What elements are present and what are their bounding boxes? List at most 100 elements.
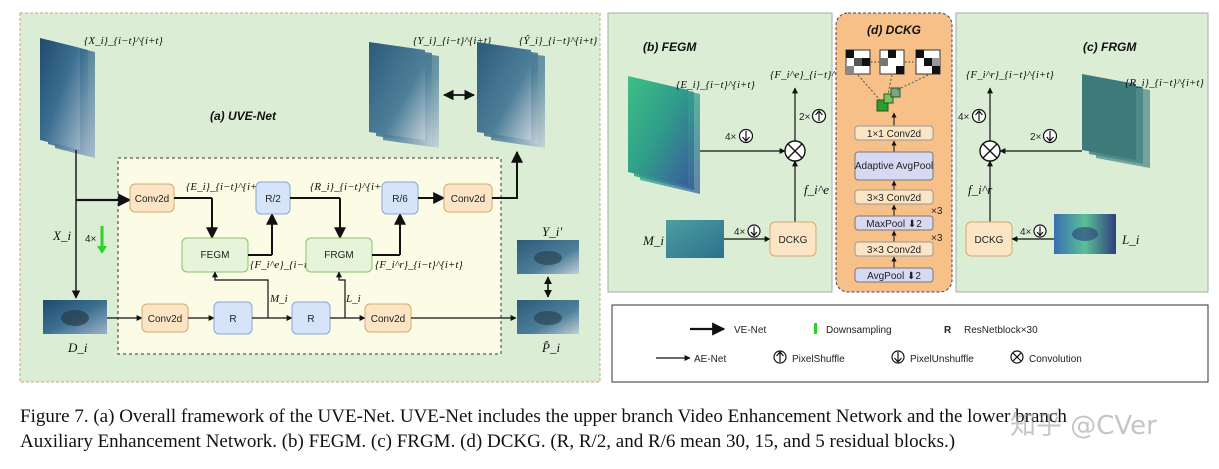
c-r-i-label: {R_i}_{i−t}^{i+t} <box>1125 77 1204 89</box>
legend-pixel-shuffle-icon <box>773 350 787 364</box>
conv2d-upper-1-label: Conv2d <box>135 194 169 205</box>
output-frames-stack <box>369 42 439 148</box>
c-fr-i-label: {F_i^r}_{i−t}^{i+t} <box>966 69 1054 81</box>
c-convolution-icon <box>979 140 1001 162</box>
caption-line-1: Figure 7. (a) Overall framework of the U… <box>20 406 1067 427</box>
b-m-unshuffle-label: 4× <box>734 227 746 238</box>
conv2d-lower-2-label: Conv2d <box>371 314 405 325</box>
legend-convolution-icon <box>1010 350 1024 364</box>
downsampling-arrowhead <box>97 246 107 254</box>
d-layer-3x3-conv-2 <box>854 241 934 257</box>
d-layer-2-label: Adaptive AvgPool <box>855 161 933 172</box>
panel-d-title: (d) DCKG <box>867 23 921 37</box>
r-block-2-label: R <box>307 314 314 325</box>
legend-pixel-unshuffle-label: PixelUnshuffle <box>910 354 974 365</box>
r-i-feature-stack <box>1082 74 1150 168</box>
downsample-factor: 4× <box>85 234 97 245</box>
e-i-label: {E_i}_{i−t}^{i+t} <box>186 181 265 193</box>
l-i-feature-image <box>1054 214 1116 254</box>
legend-resnet-label: ResNetblock×30 <box>964 325 1038 336</box>
legend-downsampling-label: Downsampling <box>826 325 892 336</box>
gt-frames-stack <box>477 42 545 148</box>
fegm-block-label: FEGM <box>201 250 230 261</box>
c-unshuffle-4-label: 4× <box>958 112 970 123</box>
b-unshuffle-4-label: 4× <box>725 132 737 143</box>
c-l-unshuffle-label: 4× <box>1020 227 1032 238</box>
conv-to-output-arrow <box>492 150 523 199</box>
m-i-feature-image <box>666 220 724 258</box>
x-i-label: X_i <box>52 228 71 243</box>
p-hat-label: P̂_i <box>541 340 560 355</box>
r-half-label: R/2 <box>265 194 281 205</box>
d-layer-maxpool <box>854 215 934 231</box>
b-convolution-icon <box>784 140 806 162</box>
b-pixel-shuffle-icon <box>811 108 827 124</box>
m-i-feedback-line <box>212 271 269 318</box>
c-dckg-label: DCKG <box>975 235 1004 246</box>
kernel-grid-1 <box>845 49 871 75</box>
input-frames-stack <box>40 38 95 158</box>
r-block-1-label: R <box>229 314 236 325</box>
d-layer-avgpool <box>854 267 934 283</box>
r-sixth-label: R/6 <box>392 194 408 205</box>
b-dckg-label: DCKG <box>779 235 808 246</box>
c-f-r-label: f_i^r <box>968 182 993 197</box>
legend-resnet-key: R <box>944 325 952 336</box>
d-layer-3-label: 3×3 Conv2d <box>867 193 921 204</box>
d-i-image <box>43 300 107 334</box>
b-dckg-block <box>769 221 817 257</box>
gt-frames-label: {Ŷ_i}_{i−t}^{i+t} <box>519 35 598 47</box>
r-i-label: {R_i}_{i−t}^{i+t} <box>310 181 389 193</box>
y-prime-image <box>517 240 579 274</box>
d-layer-6-label: AvgPool ⬇2 <box>867 271 921 282</box>
d-layer-1-label: 1×1 Conv2d <box>867 129 921 140</box>
input-frames-label: {X_i}_{i−t}^{i+t} <box>84 35 163 47</box>
legend-downsampling-icon <box>814 323 817 334</box>
l-i-feedback-line <box>336 271 346 318</box>
d-layer-5-label: 3×3 Conv2d <box>867 245 921 256</box>
d-repeat-1: ×3 <box>931 206 943 217</box>
d-layer-3x3-conv-1 <box>854 189 934 205</box>
conv2d-upper-2-label: Conv2d <box>451 194 485 205</box>
legend-ae-net-label: AE-Net <box>694 354 726 365</box>
figure-caption: Figure 7. (a) Overall framework of the U… <box>20 404 1215 454</box>
legend-box <box>611 304 1209 383</box>
b-shuffle-2-label: 2× <box>799 112 811 123</box>
l-i-label: L_i <box>345 293 361 305</box>
panel-b-title: (b) FEGM <box>643 40 697 54</box>
e-i-feature-stack <box>628 76 700 194</box>
kernel-grid-2 <box>879 49 905 75</box>
c-shuffle-2-label: 2× <box>1030 132 1042 143</box>
c-pixel-shuffle-icon <box>971 108 987 124</box>
legend-convolution-label: Convolution <box>1029 354 1082 365</box>
d-repeat-2: ×3 <box>931 233 943 244</box>
d-i-label: D_i <box>67 340 88 355</box>
frgm-block-label: FRGM <box>324 250 353 261</box>
panel-c-title: (c) FRGM <box>1083 40 1137 54</box>
b-pixel-unshuffle-icon <box>738 128 754 144</box>
legend-pixel-unshuffle-icon <box>891 350 905 364</box>
b-f-e-label: f_i^e <box>804 182 829 197</box>
legend-ve-net-label: VE-Net <box>734 325 766 336</box>
b-e-i-label: {E_i}_{i−t}^{i+t} <box>676 79 755 91</box>
d-layer-1x1-conv <box>854 125 934 141</box>
watermark: 知乎 @CVer <box>1010 411 1157 441</box>
m-i-label: M_i <box>269 293 288 305</box>
kernel-links <box>857 74 929 101</box>
kernel-cubes <box>876 87 901 112</box>
d-layer-4-label: MaxPool ⬇2 <box>866 219 922 230</box>
b-m-i-label: M_i <box>642 233 664 248</box>
c-l-pixel-unshuffle-icon <box>1033 224 1047 238</box>
p-hat-image <box>517 300 579 334</box>
d-layer-adaptive-pool <box>854 151 934 181</box>
conv2d-lower-1-label: Conv2d <box>148 314 182 325</box>
caption-line-2: Auxiliary Enhancement Network. (b) FEGM.… <box>20 431 956 452</box>
c-l-i-label: L_i <box>1121 232 1140 247</box>
kernel-grid-3 <box>915 49 941 75</box>
fr-i-label: {F_i^r}_{i−t}^{i+t} <box>375 259 463 271</box>
b-m-pixel-unshuffle-icon <box>747 224 761 238</box>
panel-a-title: (a) UVE-Net <box>210 109 277 123</box>
c-pixel-unshuffle-icon <box>1042 128 1058 144</box>
legend-pixel-shuffle-label: PixelShuffle <box>792 354 845 365</box>
